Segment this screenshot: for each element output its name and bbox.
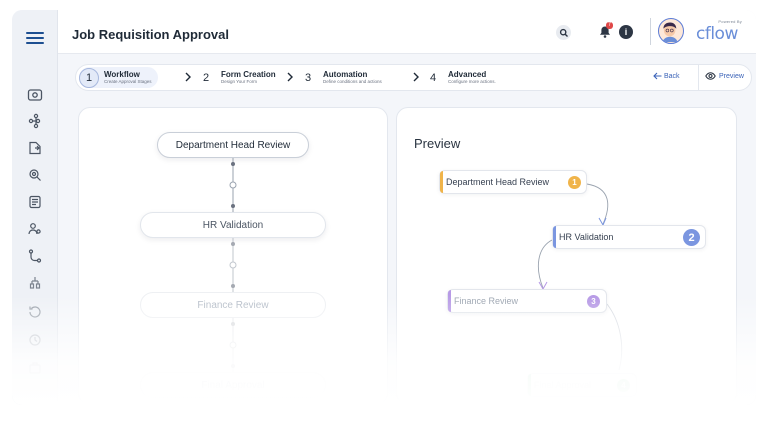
search-icon [559,28,568,37]
workflow-node[interactable]: Department Head Review [157,132,309,158]
step-subtitle: Create Approval Stages [104,79,152,84]
node-number-badge: 4 [617,379,630,392]
preview-panel: Preview Department Head Review 1 HR Vali… [396,107,737,405]
cflow-logo: Powered By cflow [694,19,748,45]
search-button[interactable] [556,25,571,40]
preview-title: Preview [414,136,461,151]
preview-node-label: HR Validation [559,232,614,242]
stepper-divider [698,65,699,90]
workflow-stepper: 1 Workflow Create Approval Stages 2 Form… [75,64,752,91]
back-button[interactable]: Back [653,72,680,80]
user-avatar-icon [662,22,678,42]
step-workflow[interactable]: 1 Workflow Create Approval Stages [79,67,158,88]
logo-text: cflow [696,24,738,44]
settings-icon[interactable] [27,167,43,183]
node-connector [229,238,237,292]
document-icon[interactable] [27,140,43,156]
info-icon[interactable]: i [619,25,633,39]
step-title: Workflow [104,70,140,79]
preview-node[interactable]: Final Approval 4 [527,373,637,397]
preview-button[interactable]: Preview [705,72,744,80]
chevron-right-icon [287,72,293,82]
preview-node-label: Finance Review [454,296,519,306]
preview-node[interactable]: HR Validation 2 [552,225,706,249]
step-title: Form Creation [221,70,276,79]
node-connector [229,158,237,212]
top-header: Job Requisition Approval 7 i Powered By … [58,10,756,54]
node-accent-bar [528,374,531,396]
step-subtitle: Configure more actions. [448,79,496,84]
preview-node-label: Final Approval [534,380,592,390]
header-divider [650,18,651,45]
app-window: Job Requisition Approval 7 i Powered By … [12,10,756,405]
more-icon[interactable] [27,360,43,376]
avatar[interactable] [658,18,684,44]
users-icon[interactable] [27,221,43,237]
history-icon[interactable] [27,304,43,320]
node-number-badge: 3 [587,295,600,308]
workflow-icon[interactable] [27,113,43,129]
menu-icon[interactable] [26,32,44,44]
step-form-creation[interactable]: 2 Form Creation Design Your Form [196,67,276,88]
step-title: Automation [323,70,368,79]
preview-flow-connectors [537,183,623,371]
workflow-node[interactable]: HR Validation [140,212,326,238]
sidebar [12,10,58,405]
chevron-right-icon [185,72,191,82]
preview-node[interactable]: Department Head Review 1 [439,170,587,194]
node-accent-bar [440,171,443,193]
workflow-editor-panel: Department Head Review HR Validation Fin… [78,107,388,405]
step-subtitle: Define conditions and actions [323,79,382,84]
step-number: 3 [304,71,312,84]
step-title: Advanced [448,70,487,79]
step-number: 2 [202,71,210,84]
step-subtitle: Design Your Form [221,79,258,84]
node-accent-bar [448,290,451,312]
chevron-right-icon [413,72,419,82]
node-number-badge: 2 [683,229,700,246]
node-connector [229,318,237,372]
eye-icon [705,72,716,80]
preview-node-label: Department Head Review [446,177,550,187]
workflow-node[interactable]: Final Approval [140,372,326,398]
arrow-left-icon [653,72,662,80]
workflow-node[interactable]: Finance Review [140,292,326,318]
integration-icon[interactable] [27,275,43,291]
notification-badge: 7 [606,22,613,29]
node-number-badge: 1 [568,176,581,189]
step-number: 1 [79,67,99,88]
step-automation[interactable]: 3 Automation Define conditions and actio… [298,67,382,88]
reports-icon[interactable] [27,194,43,210]
back-label: Back [664,72,680,80]
logo-powered-by: Powered By [718,19,742,24]
archive-icon[interactable] [27,332,43,348]
preview-node[interactable]: Finance Review 3 [447,289,607,313]
step-number: 4 [429,71,437,84]
step-advanced[interactable]: 4 Advanced Configure more actions. [423,67,496,88]
node-accent-bar [553,226,556,248]
preview-label: Preview [719,72,744,80]
page-title: Job Requisition Approval [72,27,229,42]
flow-icon[interactable] [27,248,43,264]
dashboard-icon[interactable] [27,87,43,103]
